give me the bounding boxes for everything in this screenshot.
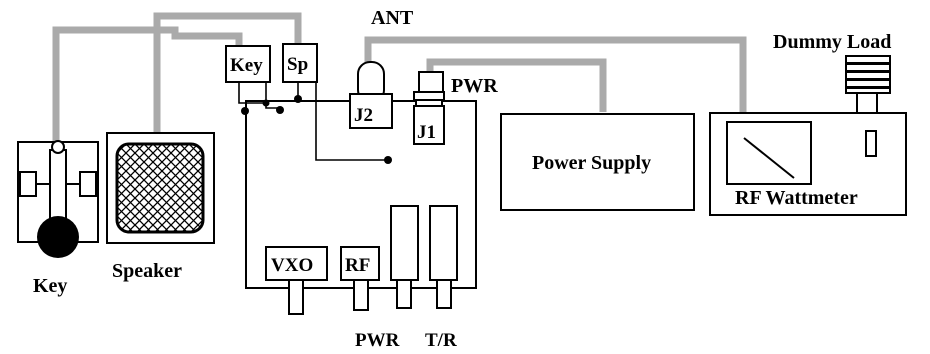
- dummy-load: [845, 55, 891, 114]
- sp-jack: [282, 43, 318, 83]
- pwr-connector-label: PWR: [451, 75, 498, 97]
- power-supply: [500, 113, 695, 211]
- j1-connector: [413, 105, 445, 145]
- pwr-switch-label: PWR: [355, 330, 400, 351]
- speaker-cable: [153, 12, 302, 132]
- power-supply-label: Power Supply: [532, 152, 651, 174]
- speaker: [106, 132, 215, 244]
- key-label: Key: [33, 275, 67, 297]
- rf-wattmeter: [709, 112, 907, 216]
- j2-label: J2: [354, 105, 373, 126]
- vxo-label: VXO: [271, 255, 313, 276]
- rf-control: [340, 246, 380, 281]
- key-jack: [225, 45, 271, 83]
- pwr-switch: [390, 205, 419, 281]
- tr-switch-label: T/R: [425, 330, 457, 351]
- key-knob: [37, 216, 79, 258]
- vxo-control: [265, 246, 328, 281]
- j1-label: J1: [417, 122, 436, 143]
- morse-key: [17, 140, 99, 258]
- dummy-load-label: Dummy Load: [773, 31, 891, 53]
- speaker-grille: [115, 142, 205, 234]
- meter-face: [726, 121, 812, 185]
- key-cable: [52, 26, 243, 142]
- power-cable: [426, 58, 607, 112]
- key-jack-label: Key: [230, 55, 263, 76]
- rf-label: RF: [345, 255, 370, 276]
- meter-switch: [865, 130, 877, 157]
- antenna-cable: [364, 36, 747, 112]
- sp-jack-label: Sp: [287, 54, 308, 75]
- tr-switch: [429, 205, 458, 281]
- ant-label: ANT: [371, 7, 414, 29]
- j2-connector: [349, 93, 393, 129]
- rf-wattmeter-label: RF Wattmeter: [735, 187, 858, 209]
- speaker-label: Speaker: [112, 260, 182, 282]
